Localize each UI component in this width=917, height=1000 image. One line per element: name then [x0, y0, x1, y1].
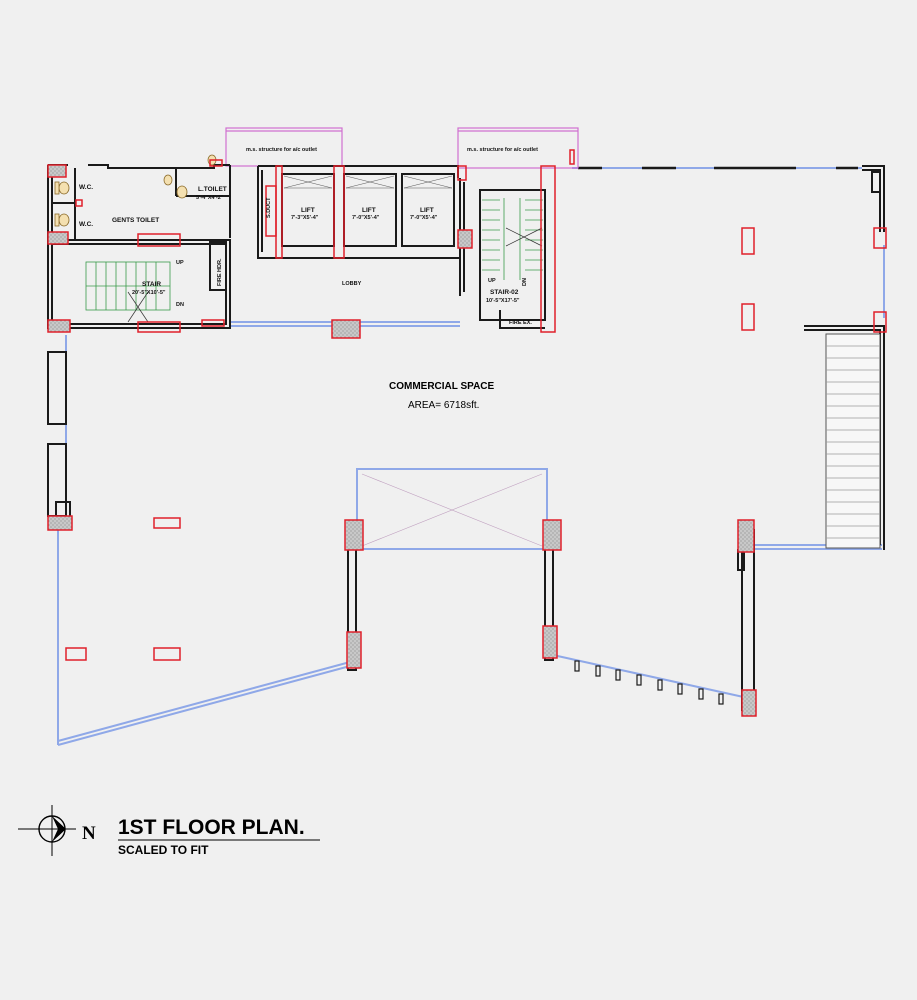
ms-structure-left-label: m.s. structure for a/c outlet: [246, 147, 317, 153]
commercial-space-label: COMMERCIAL SPACE: [389, 381, 495, 392]
lift-1-label: LIFT: [301, 207, 315, 214]
void-cross: [361, 473, 543, 547]
plan-scale: SCALED TO FIT: [118, 843, 209, 857]
stair-2-up-label: UP: [488, 278, 496, 284]
north-label: N: [82, 823, 96, 844]
stair-1-size: 20'-5"X10'-5": [132, 290, 166, 296]
ms-structures: [225, 127, 579, 169]
l-toilet-size: 5'-4"X4'-2": [196, 195, 224, 201]
fire-ex-label: FIRE EX.: [509, 320, 532, 326]
lift-2-label: LIFT: [362, 207, 376, 214]
plan-title: 1ST FLOOR PLAN.: [118, 816, 305, 839]
north-arrow-icon: [18, 805, 76, 856]
ms-structure-right-label: m.s. structure for a/c outlet: [467, 147, 538, 153]
lift-3-size: 7'-0"X5'-4": [410, 215, 438, 221]
stair-2-label: STAIR-02: [490, 289, 519, 296]
l-toilet-label: L.TOILET: [198, 186, 227, 193]
s-duct-label: S.DUCT: [266, 197, 272, 218]
diagonal-mullions: [574, 660, 724, 705]
stair-1-label: STAIR: [142, 281, 161, 288]
stair-2-size: 10'-5"X17'-5": [486, 298, 520, 304]
stair-1-cross: [127, 291, 149, 323]
lift-2-size: 7'-0"X5'-4": [352, 215, 380, 221]
lift-1-size: 7'-3"X5'-4": [291, 215, 319, 221]
columns: [47, 149, 887, 717]
stair-2-steps: [482, 198, 543, 280]
fire-hdr-label: FIRE HDR.: [217, 258, 223, 286]
gents-toilet-label: GENTS TOILET: [112, 217, 159, 224]
glazing-lines: [57, 167, 885, 746]
wc-bottom-label: W.C.: [79, 221, 93, 228]
stair-2-dn-label: DN: [522, 278, 528, 286]
right-stair-block: [825, 333, 881, 549]
lift-crosses: [283, 175, 453, 189]
lift-3-label: LIFT: [420, 207, 434, 214]
stair-1-up-label: UP: [176, 260, 184, 266]
stair-1-steps: [85, 261, 171, 311]
wc-top-label: W.C.: [79, 184, 93, 191]
area-label: AREA= 6718sft.: [408, 400, 479, 411]
stair-2-cross: [505, 227, 543, 247]
lobby-label: LOBBY: [342, 281, 362, 287]
stair-1-dn-label: DN: [176, 302, 184, 308]
